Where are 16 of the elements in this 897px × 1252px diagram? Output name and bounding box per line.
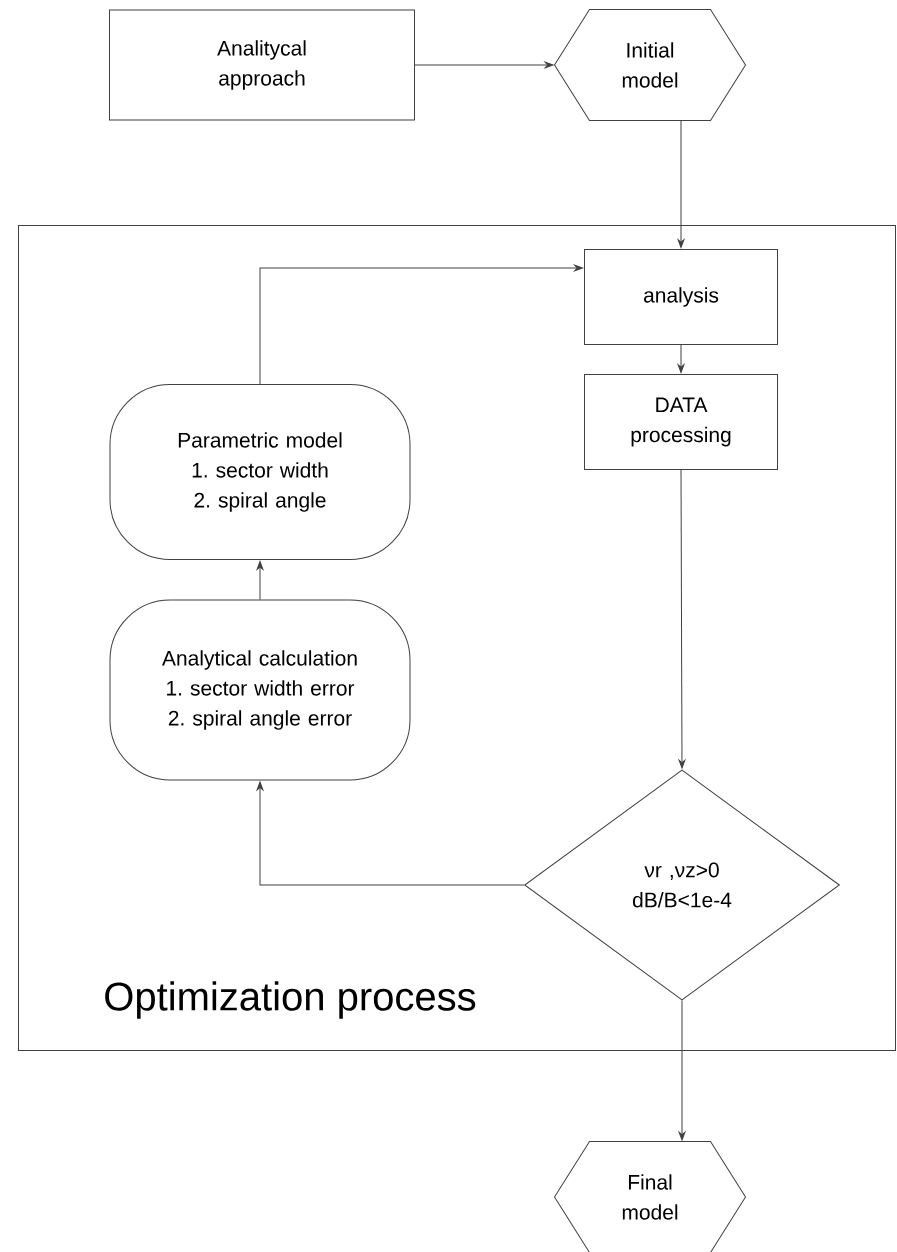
arrow bbox=[678, 1000, 686, 1141]
terminal-hexagon: Final model bbox=[554, 1141, 746, 1252]
arrow bbox=[256, 781, 525, 886]
arrow bbox=[677, 344, 685, 374]
rounded-process-box: Analytical calculation 1. sector width error 2. spiral angle error bbox=[109, 599, 411, 781]
process-box: analysis bbox=[584, 249, 778, 345]
arrow bbox=[677, 120, 685, 249]
process-box: Analitycal approach bbox=[109, 9, 415, 121]
rounded-process-box: Parametric model 1. sector width 2. spiral angle bbox=[109, 384, 411, 560]
frame-title: Optimization process bbox=[105, 981, 476, 1019]
arrow bbox=[256, 560, 264, 600]
arrow bbox=[259, 264, 584, 385]
terminal-hexagon: Initial model bbox=[554, 9, 746, 121]
process-box: DATA processing bbox=[584, 374, 778, 470]
arrow bbox=[414, 61, 554, 69]
arrow bbox=[678, 469, 686, 769]
